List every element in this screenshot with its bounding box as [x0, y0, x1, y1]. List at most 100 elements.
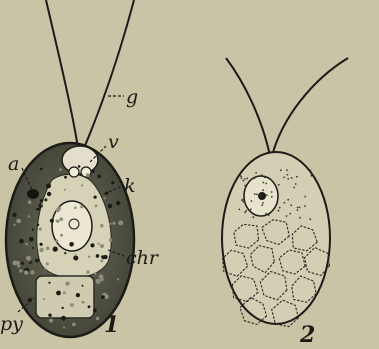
- cytoplasm-dot: [284, 202, 286, 204]
- granule: [113, 222, 116, 225]
- granule: [69, 242, 74, 247]
- figure-2-number: 2: [299, 322, 315, 348]
- granule: [19, 239, 24, 244]
- cytoplasm-dot: [241, 199, 243, 201]
- cytoplasm-dot: [296, 176, 298, 178]
- cytoplasm-dot: [261, 174, 263, 176]
- granule: [72, 323, 76, 327]
- cytoplasm-dot: [309, 218, 311, 220]
- cytoplasm-dot: [290, 204, 292, 206]
- flagellum-left: [46, 0, 78, 148]
- granule: [60, 234, 63, 237]
- label-a: a: [8, 153, 19, 175]
- granule: [50, 219, 54, 223]
- label-py: py: [0, 313, 23, 335]
- figure-1-number: 1: [104, 312, 119, 338]
- granule: [21, 262, 24, 265]
- cytoplasm-dot: [277, 195, 279, 197]
- cytoplasm-dot: [268, 214, 270, 216]
- cytoplasm-dot: [266, 194, 268, 196]
- cytoplasm-dot: [271, 191, 273, 193]
- cytoplasm-dot: [263, 182, 265, 184]
- granule: [64, 176, 67, 179]
- granule: [76, 293, 80, 297]
- granule: [43, 298, 45, 300]
- granule: [28, 215, 30, 217]
- granule: [44, 198, 47, 201]
- cytoplasm-dot: [238, 209, 240, 211]
- granule: [13, 261, 18, 266]
- label-g: g: [126, 86, 138, 108]
- cytoplasm-dot: [304, 205, 306, 207]
- granule: [63, 327, 65, 329]
- granule: [16, 219, 21, 224]
- granule: [29, 262, 31, 264]
- cytoplasm-dot: [280, 169, 282, 171]
- granule: [97, 243, 99, 245]
- label-chr: chr: [126, 247, 160, 269]
- granule: [37, 224, 39, 226]
- granule: [36, 208, 38, 210]
- granule: [94, 272, 96, 274]
- cytoplasm-dot: [262, 189, 264, 191]
- cytoplasm-dot: [279, 207, 281, 209]
- granule: [59, 168, 62, 171]
- cytoplasm-dot: [265, 183, 267, 185]
- cytoplasm-dot: [262, 202, 264, 204]
- figure-1-cell: [6, 0, 134, 337]
- granule: [88, 305, 91, 308]
- cytoplasm-dot: [287, 174, 289, 176]
- cytoplasm-dot: [242, 180, 244, 182]
- cytoplasm-dot: [286, 169, 288, 171]
- cytoplasm-dot: [244, 178, 246, 180]
- granule: [97, 175, 101, 179]
- granule: [46, 262, 49, 265]
- cytoplasm-dot: [241, 177, 243, 179]
- granule: [59, 217, 63, 221]
- cytoplasm-dot: [278, 184, 280, 186]
- cytoplasm-dot: [244, 211, 246, 213]
- granule: [88, 256, 90, 258]
- cytoplasm-dot: [261, 204, 263, 206]
- granule: [109, 223, 111, 225]
- granule: [81, 184, 83, 186]
- contractile-vacuole-left: [69, 167, 79, 177]
- granule: [108, 204, 113, 209]
- cytoplasm-dot: [264, 177, 266, 179]
- cytoplasm-dot: [271, 196, 273, 198]
- cytoplasm-dot: [252, 216, 254, 218]
- granule: [101, 255, 104, 258]
- cytoplasm-dot: [278, 210, 280, 212]
- flagellum-right: [84, 0, 134, 148]
- cytoplasm-dot: [310, 169, 312, 171]
- granule: [101, 295, 105, 299]
- granule: [47, 192, 51, 196]
- granule: [56, 220, 58, 222]
- cytoplasm-dot: [289, 213, 291, 215]
- cytoplasm-dot: [240, 175, 242, 177]
- granule: [56, 291, 61, 296]
- cytoplasm-dot: [244, 185, 246, 187]
- granule: [91, 169, 95, 173]
- cytoplasm-dot: [257, 175, 259, 177]
- granule: [82, 301, 85, 304]
- granule: [61, 316, 66, 321]
- pyrenoid: [36, 276, 94, 318]
- granule: [74, 254, 76, 256]
- granule: [24, 270, 28, 274]
- granule: [55, 239, 58, 242]
- granule: [39, 228, 42, 231]
- granule: [93, 309, 97, 313]
- granule: [48, 314, 51, 317]
- cytoplasm-dot: [304, 196, 306, 198]
- cytoplasm-dot: [265, 213, 267, 215]
- cytoplasm-dot: [310, 175, 312, 177]
- figure-2-cell: [222, 58, 348, 327]
- cytoplasm-dot: [291, 177, 293, 179]
- granule: [109, 238, 112, 241]
- granule: [80, 205, 83, 208]
- granule: [96, 254, 100, 258]
- granule: [32, 247, 34, 249]
